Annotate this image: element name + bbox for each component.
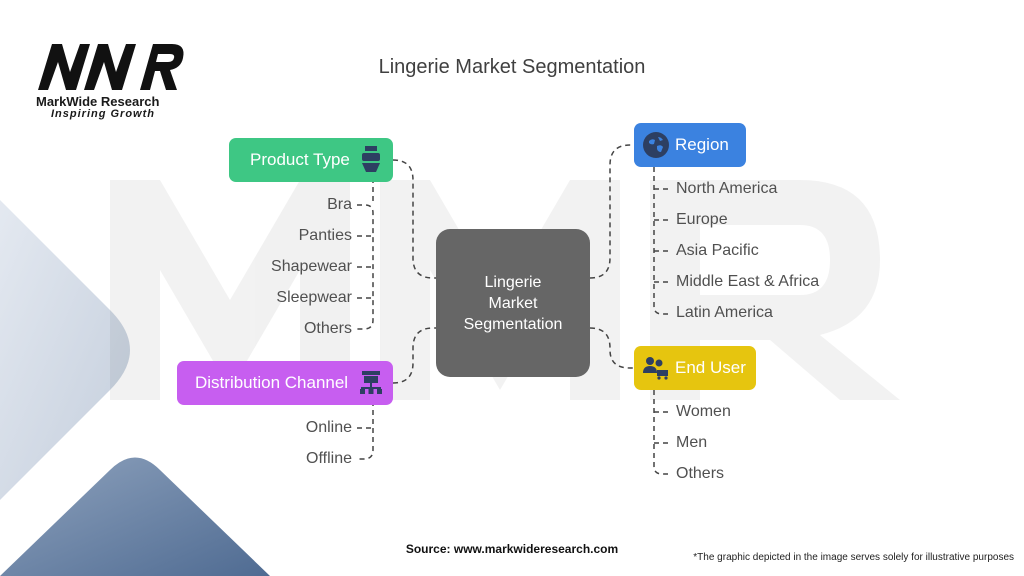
bg-shape-dark: [0, 457, 270, 576]
product-item-panties: Panties: [298, 227, 352, 244]
region-item-asia-pacific: Asia Pacific: [676, 242, 759, 259]
category-product-type: Product Type: [229, 138, 393, 182]
connector-distribution-items: [357, 383, 374, 460]
category-distribution-channel: Distribution Channel: [177, 361, 393, 405]
product-type-label: Product Type: [250, 150, 350, 169]
distribution-channel-label: Distribution Channel: [195, 373, 349, 392]
disclaimer-text: *The graphic depicted in the image serve…: [693, 552, 1014, 563]
connector-distribution: [392, 327, 436, 384]
bg-shape-light: [0, 200, 130, 500]
logo-name: MarkWide Research: [36, 94, 160, 109]
product-item-others: Others: [303, 320, 352, 337]
center-line-3: Segmentation: [463, 315, 563, 333]
category-region: Region: [634, 123, 746, 167]
product-item-shapewear: Shapewear: [271, 258, 352, 275]
region-item-latin-america: Latin America: [676, 304, 773, 321]
center-node: Lingerie Market Segmentation: [436, 229, 590, 377]
product-item-sleepwear: Sleepwear: [276, 289, 352, 306]
globe-icon: [643, 132, 669, 158]
center-line-1: Lingerie: [484, 273, 542, 291]
product-item-bra: Bra: [327, 196, 352, 213]
category-end-user: End User: [634, 346, 756, 390]
region-item-north-america: North America: [676, 180, 778, 197]
store-network-icon: [360, 371, 382, 394]
end-user-item-men: Men: [676, 434, 708, 451]
distribution-item-offline: Offline: [306, 450, 352, 467]
connector-region: [589, 144, 634, 279]
connector-end-user: [589, 327, 634, 369]
users-cart-icon: [643, 357, 668, 380]
logo-mark: [38, 44, 184, 90]
region-item-europe: Europe: [676, 211, 728, 228]
connector-region-items: [653, 167, 668, 315]
bra-icon: [362, 146, 380, 172]
connector-end-user-items: [653, 390, 668, 475]
logo-tagline: Inspiring Growth: [51, 108, 155, 120]
page-title: Lingerie Market Segmentation: [378, 56, 646, 78]
end-user-item-others: Others: [676, 465, 725, 482]
connector-product-items: [357, 204, 374, 330]
region-item-middle-east-africa: Middle East & Africa: [676, 273, 820, 290]
distribution-item-online: Online: [305, 419, 352, 436]
source-text: Source: www.markwideresearch.com: [405, 542, 619, 556]
end-user-label: End User: [675, 358, 746, 377]
end-user-item-women: Women: [676, 403, 731, 420]
connector-product-type: [392, 159, 436, 279]
center-line-2: Market: [488, 294, 538, 312]
region-label: Region: [675, 135, 729, 154]
